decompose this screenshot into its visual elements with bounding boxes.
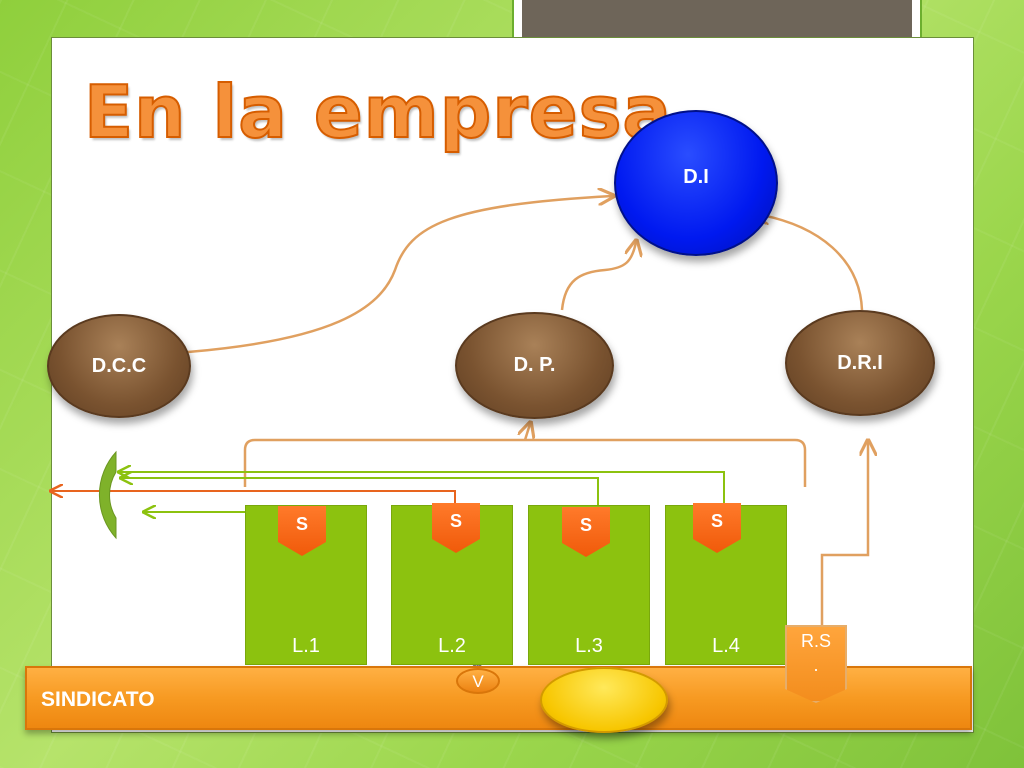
node-dcc-label: D.C.C (91, 354, 147, 377)
column-label: L.1 (292, 635, 320, 657)
badge-label: S (449, 511, 462, 531)
arrow-dp-to-di (560, 242, 636, 311)
node-di-label: D.I (683, 165, 709, 188)
badge-label: S (295, 514, 308, 534)
badge-rs-label: R.S . (800, 631, 831, 675)
union-label: SINDICATO (41, 688, 155, 711)
gold-oval (540, 667, 668, 733)
node-dri-label: D.R.I (837, 351, 883, 374)
badge-label: S (579, 515, 592, 535)
column-l3: L.3 (528, 505, 650, 665)
arrow-l4-to-arc (120, 472, 725, 505)
arrow-l2-to-left (52, 491, 456, 505)
badge-v: V (456, 668, 500, 694)
column-label: L.3 (575, 635, 603, 657)
arrow-dcc-to-di (187, 196, 612, 354)
node-dp-label: D. P. (513, 354, 556, 376)
node-dcc: D.C.C (47, 314, 191, 418)
slide-title: En la empresa (83, 69, 673, 155)
badge-rs: R.S . (785, 625, 847, 703)
column-label: L.4 (712, 635, 740, 657)
arrow-dri-to-di (756, 214, 864, 311)
arrow-bracket-to-dp (525, 424, 530, 441)
arrow-rs-to-dri (820, 442, 868, 626)
arrow-columns-to-dp (243, 438, 807, 487)
arrow-l3-to-arc (122, 478, 599, 505)
node-dri: D.R.I (785, 310, 935, 416)
arc-shape (98, 450, 117, 540)
column-label: L.2 (438, 635, 466, 657)
badge-label: S (710, 511, 723, 531)
node-di: D.I (614, 110, 778, 256)
node-dp: D. P. (455, 312, 614, 419)
